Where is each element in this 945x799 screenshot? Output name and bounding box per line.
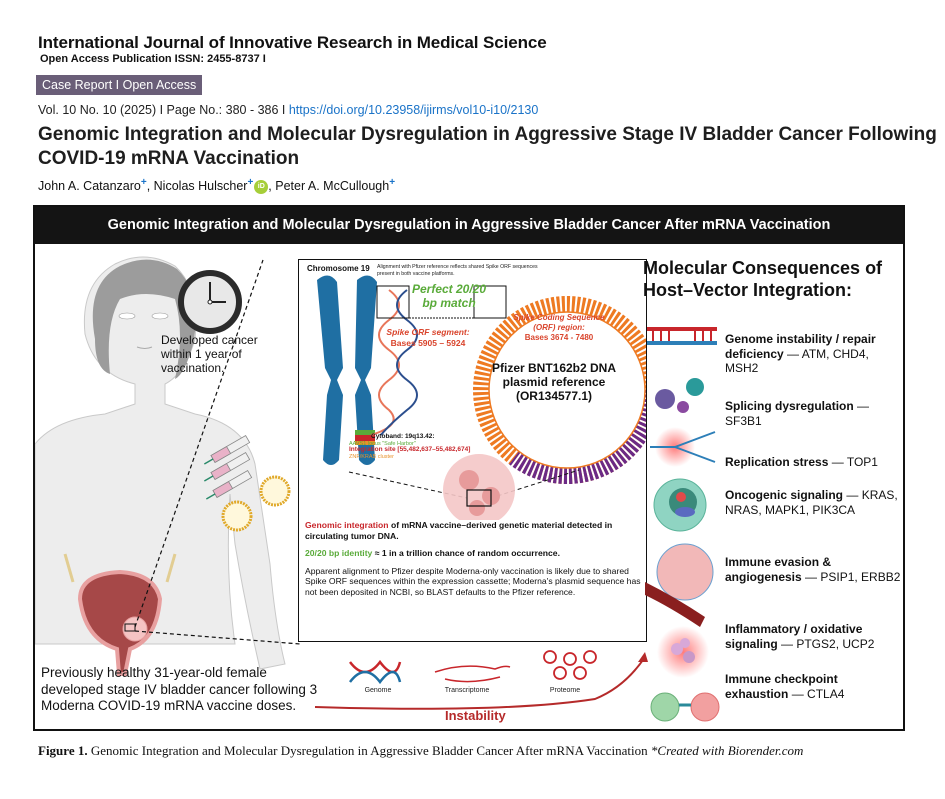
- clock-icon: [178, 270, 242, 334]
- instability-arrow: [314, 656, 646, 710]
- spike-orf-segment: Spike ORF segment: Bases 5905 – 5924: [373, 327, 483, 348]
- integration-site-label: Integration site: [349, 446, 396, 453]
- author-name[interactable]: Peter A. McCullough: [275, 179, 390, 194]
- figure-header: Genomic Integration and Molecular Dysreg…: [35, 207, 903, 244]
- safe-harbor-label: AAVS1 locus "Safe Harbor": [349, 440, 416, 447]
- consequence-genes: ATM, CHD4, MSH2: [725, 346, 869, 376]
- doi-link[interactable]: https://doi.org/10.23958/ijirms/vol10-i1…: [288, 103, 539, 117]
- consequence-title: Inflammatory / oxidative signaling: [725, 622, 863, 651]
- consequences-title: Molecular Consequences of Host–Vector In…: [643, 258, 883, 300]
- inflamed-cells-icon: [657, 626, 709, 678]
- instability-label: Instability: [445, 708, 506, 723]
- integration-text: of mRNA vaccine–derived genetic material…: [305, 520, 613, 541]
- findings-text: Genomic integration of mRNA vaccine–deri…: [305, 520, 641, 604]
- affiliation-mark: +: [247, 177, 254, 188]
- cell-signaling-icon: [653, 478, 707, 532]
- dna-helix-icon: [370, 289, 418, 436]
- figure-caption: Figure 1. Genomic Integration and Molecu…: [38, 737, 918, 765]
- patient-summary: Previously healthy 31-year-old female de…: [41, 665, 318, 713]
- integration-highlight: Genomic integration: [305, 520, 389, 530]
- arrow-head-icon: [638, 652, 648, 662]
- identity-text: ≈ 1 in a trillion chance of random occur…: [372, 548, 560, 558]
- lipid-nanoparticle-icon: [221, 475, 291, 532]
- affiliation-mark: +: [389, 177, 396, 188]
- spike-coding-label: Spike Coding Sequence (ORF) region:: [513, 313, 605, 332]
- patient-illustration: [35, 256, 301, 676]
- replication-fork-icon: [650, 427, 716, 467]
- alignment-note: Alignment with Pfizer reference reflects…: [377, 264, 538, 277]
- author-name[interactable]: John A. Catanzaro: [38, 179, 141, 194]
- consequence-genes: SF3B1: [725, 413, 762, 428]
- explanation-text: Apparent alignment to Pfizer despite Mod…: [305, 565, 641, 597]
- consequence-item: Oncogenic signaling — KRAS, NRAS, MAPK1,…: [725, 488, 898, 517]
- consequence-genes: CTLA4: [807, 686, 845, 701]
- spike-orf-label: Spike ORF segment:: [386, 327, 470, 337]
- proteome-icon: [543, 650, 597, 680]
- spliceosome-icon: [655, 378, 704, 413]
- blood-vessel-tumor-icon: [645, 543, 714, 627]
- consequence-genes: PTGS2, UCP2: [796, 636, 875, 651]
- chromosome-icon: [317, 275, 377, 465]
- consequence-title: Genome instability / repair deficiency: [725, 332, 876, 361]
- volume-line: Vol. 10 No. 10 (2025) I Page No.: 380 - …: [38, 103, 538, 117]
- omics-instability-diagram: [314, 650, 648, 710]
- consequence-genes: PSIP1, ERBB2: [820, 569, 901, 584]
- author-list: John A. Catanzaro+, Nicolas Hulscher+iD,…: [38, 177, 396, 194]
- spike-coding-bases: Bases 3674 - 7480: [524, 333, 594, 342]
- consequence-item: Splicing dysregulation — SF3B1: [725, 399, 870, 428]
- issn-line: Open Access Publication ISSN: 2455-8737 …: [40, 53, 266, 65]
- figure-graphic: Genomic Integration and Molecular Dysreg…: [33, 205, 905, 731]
- plasmid-chromosome-diagram: [317, 275, 646, 520]
- plasmid-ring-icon: [473, 296, 646, 485]
- tumor-cluster-icon: [443, 454, 515, 520]
- timeline-note: Developed cancer within 1 year of vaccin…: [161, 333, 258, 375]
- omics-label-transcriptome: Transcriptome: [444, 687, 490, 694]
- caption-label: Figure 1.: [38, 743, 88, 758]
- consequence-title: Splicing dysregulation: [725, 399, 854, 413]
- cytoband-legend: Cytoband: 19q13.42: AAVS1 locus "Safe Ha…: [349, 433, 471, 460]
- spike-coding-region: Spike Coding Sequence (ORF) region: Base…: [504, 313, 614, 343]
- omics-label-proteome: Proteome: [549, 687, 581, 694]
- transcriptome-icon: [434, 665, 511, 683]
- integration-detail-panel: Chromosome 19 Alignment with Pfizer refe…: [298, 259, 647, 642]
- consequence-genes: KRAS, NRAS, MAPK1, PIK3CA: [725, 488, 898, 517]
- caption-credit: *Created with Biorender.com: [650, 743, 804, 758]
- omics-label-genome: Genome: [364, 687, 392, 694]
- genome-icon: [349, 659, 402, 685]
- consequence-icons: [645, 327, 720, 722]
- affiliation-mark: +: [140, 177, 147, 188]
- consequence-item: Inflammatory / oxidative signaling — PTG…: [725, 622, 875, 651]
- chromosome-label: Chromosome 19: [307, 264, 370, 273]
- consequence-item: Immune checkpoint exhaustion — CTLA4: [725, 672, 845, 701]
- perfect-match-label: Perfect 20/20 bp match: [411, 282, 487, 310]
- consequence-title: Immune checkpoint exhaustion: [725, 672, 838, 701]
- identity-highlight: 20/20 bp identity: [305, 548, 373, 558]
- article-type-badge: Case Report I Open Access: [36, 75, 203, 95]
- consequence-item: Genome instability / repair deficiency —…: [725, 332, 876, 376]
- znf-cluster-label: ZNF/KRAB cluster: [349, 453, 394, 460]
- consequence-genes: TOP1: [846, 455, 878, 469]
- cytoband-title: Cytoband: 19q13.42:: [371, 433, 435, 440]
- consequence-title: Oncogenic signaling: [725, 488, 844, 502]
- bladder-tumor-icon: [63, 553, 177, 676]
- orcid-icon[interactable]: iD: [254, 179, 269, 194]
- consequence-item: Immune evasion & angiogenesis — PSIP1, E…: [725, 555, 901, 584]
- author-name[interactable]: Nicolas Hulscher: [153, 179, 248, 194]
- caption-text: Genomic Integration and Molecular Dysreg…: [87, 743, 651, 758]
- t-cell-icon: [650, 692, 720, 722]
- integration-site-range: [55,482,637–55,482,674]: [397, 446, 471, 453]
- spike-orf-bases: Bases 5905 – 5924: [390, 337, 466, 348]
- consequence-title: Replication stress: [725, 455, 829, 469]
- plasmid-reference-label: Pfizer BNT162b2 DNA plasmid reference (O…: [491, 361, 617, 403]
- paper-title: Genomic Integration and Molecular Dysreg…: [38, 124, 937, 169]
- consequence-item: Replication stress — TOP1: [725, 455, 878, 469]
- volume-info: Vol. 10 No. 10 (2025) I Page No.: 380 - …: [38, 103, 289, 117]
- syringe-icon: [203, 434, 253, 500]
- journal-title: International Journal of Innovative Rese…: [38, 33, 547, 52]
- dna-break-icon: [647, 327, 717, 345]
- female-body-icon: [35, 256, 286, 670]
- consequence-title: Immune evasion & angiogenesis: [725, 555, 832, 584]
